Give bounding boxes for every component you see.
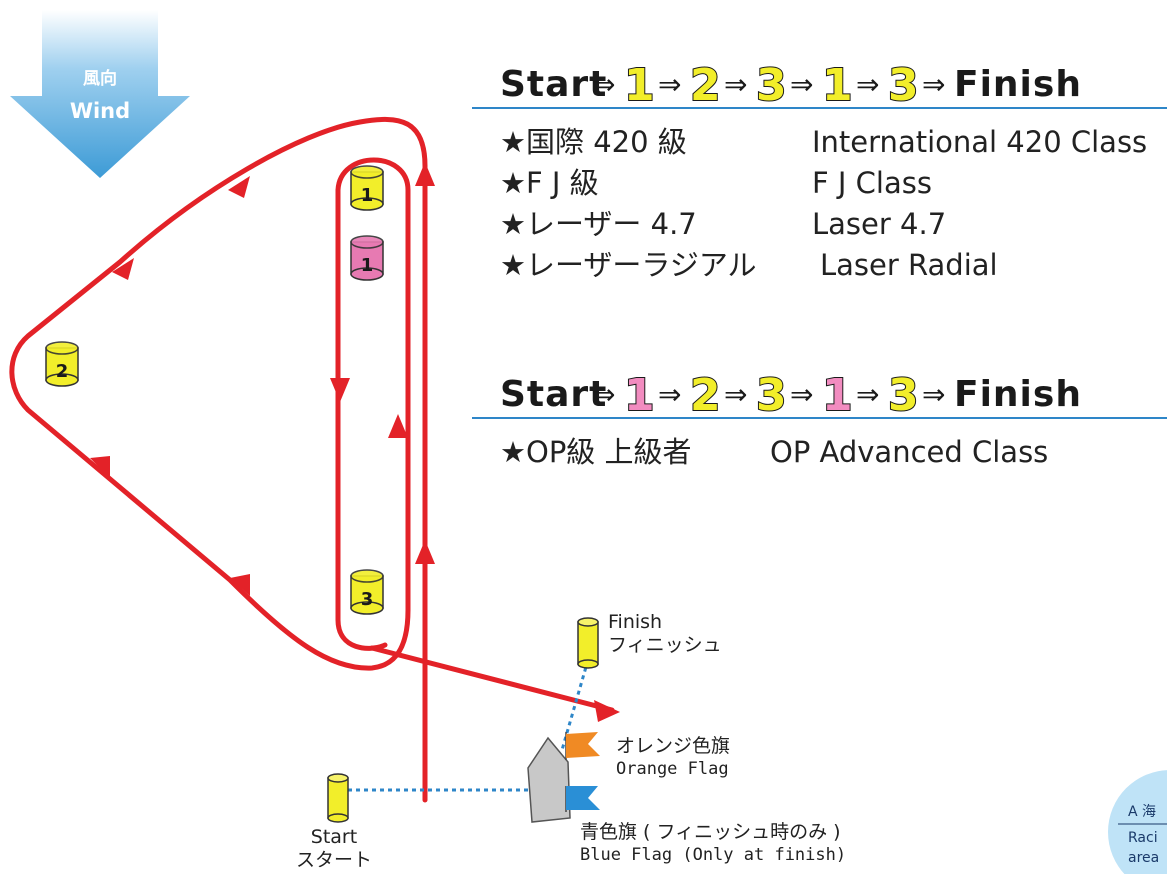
route-mark-2: 2: [690, 370, 721, 421]
class-name-jp: ★OP級 上級者: [500, 435, 692, 469]
class-name-jp: ★レーザーラジアル: [500, 248, 757, 282]
blue-flag-icon: [565, 786, 600, 812]
route-mark-5: 3: [888, 60, 919, 111]
start-label-en: Start: [311, 826, 357, 848]
blue-flag-label-en: Blue Flag (Only at finish): [580, 845, 846, 865]
arrowhead-icon: [230, 574, 250, 596]
course-path: [9, 117, 615, 803]
route-arrow-icon: ⇒: [592, 68, 615, 101]
class-name-jp: ★レーザー 4.7: [500, 207, 697, 241]
class-name-en: F J Class: [812, 166, 932, 200]
arrowhead-icon: [594, 700, 620, 722]
buoys: 1 1 2 3: [45, 165, 384, 615]
course-finish-line: [369, 645, 615, 713]
route-arrow-icon: ⇒: [790, 378, 813, 411]
route-mark-1: 1: [624, 370, 655, 421]
area-badge-line2: Raci: [1128, 830, 1158, 846]
buoy-3-number: 3: [361, 589, 374, 610]
arrowhead-icon: [388, 414, 408, 438]
area-badge-line3: area: [1128, 850, 1159, 866]
blue-flag-label-jp: 青色旗 ( フィニッシュ時のみ ): [580, 821, 841, 843]
wind-label-en: Wind: [70, 99, 130, 123]
direction-arrowheads: [90, 162, 620, 722]
arrowhead-icon: [330, 378, 350, 402]
area-badge-line1: A 海: [1128, 804, 1156, 820]
class-name-en: OP Advanced Class: [770, 435, 1048, 469]
area-badge: A 海 Raci area: [1108, 770, 1167, 874]
wind-label-jp: 風向: [83, 68, 117, 89]
class-name-jp: ★F J 級: [500, 166, 599, 200]
route-mark-5: 3: [888, 370, 919, 421]
route-arrow-icon: ⇒: [922, 68, 945, 101]
finish-start-area: Finish フィニッシュ オレンジ色旗 Orange Flag 青色旗 ( フ…: [296, 611, 846, 871]
route-mark-2: 2: [690, 60, 721, 111]
arrowhead-icon: [228, 176, 250, 198]
orange-flag-label-jp: オレンジ色旗: [616, 735, 730, 757]
route-mark-4: 1: [822, 370, 853, 421]
orange-flag-label-en: Orange Flag: [616, 759, 729, 779]
finish-label-jp: フィニッシュ: [608, 634, 722, 656]
route-finish-label: Finish: [954, 374, 1082, 415]
arrowhead-icon: [415, 162, 435, 186]
course-triangle-line: [9, 117, 428, 671]
class-name-en: International 420 Class: [812, 125, 1147, 159]
route-finish-label: Finish: [954, 64, 1082, 105]
route-arrow-icon: ⇒: [724, 68, 747, 101]
route-arrow-icon: ⇒: [922, 378, 945, 411]
route-mark-4: 1: [822, 60, 853, 111]
buoy-2-icon: 2: [45, 341, 79, 387]
route-arrow-icon: ⇒: [856, 68, 879, 101]
route-start-label: Start: [500, 374, 607, 415]
class-name-jp: ★国際 420 級: [500, 125, 687, 159]
buoy-2-number: 2: [56, 361, 69, 382]
arrowhead-icon: [90, 456, 110, 478]
class-name-en: Laser 4.7: [812, 207, 946, 241]
route-arrow-icon: ⇒: [856, 378, 879, 411]
start-buoy-icon: [327, 773, 349, 823]
buoy-1-yellow-icon: 1: [350, 165, 384, 211]
finish-buoy-icon: [577, 617, 599, 669]
start-label-jp: スタート: [296, 849, 372, 871]
class-name-en: Laser Radial: [820, 248, 998, 282]
route-arrow-icon: ⇒: [790, 68, 813, 101]
finish-label-en: Finish: [608, 611, 662, 633]
committee-boat-icon: [527, 736, 571, 823]
buoy-1-yellow-number: 1: [361, 185, 374, 206]
buoy-3-icon: 3: [350, 569, 384, 615]
arrowhead-icon: [415, 540, 435, 564]
route-mark-3: 3: [756, 60, 787, 111]
wind-arrow-icon: 風向 Wind: [10, 10, 190, 178]
arrowhead-icon: [112, 258, 134, 280]
orange-flag-icon: [565, 732, 600, 760]
route-start-label: Start: [500, 64, 607, 105]
buoy-1-pink-number: 1: [361, 255, 374, 276]
route-mark-1: 1: [624, 60, 655, 111]
buoy-1-pink-icon: 1: [350, 235, 384, 281]
route-mark-3: 3: [756, 370, 787, 421]
route-arrow-icon: ⇒: [658, 68, 681, 101]
route-arrow-icon: ⇒: [592, 378, 615, 411]
route-arrow-icon: ⇒: [658, 378, 681, 411]
course-inner-loop: [335, 157, 411, 651]
route-arrow-icon: ⇒: [724, 378, 747, 411]
